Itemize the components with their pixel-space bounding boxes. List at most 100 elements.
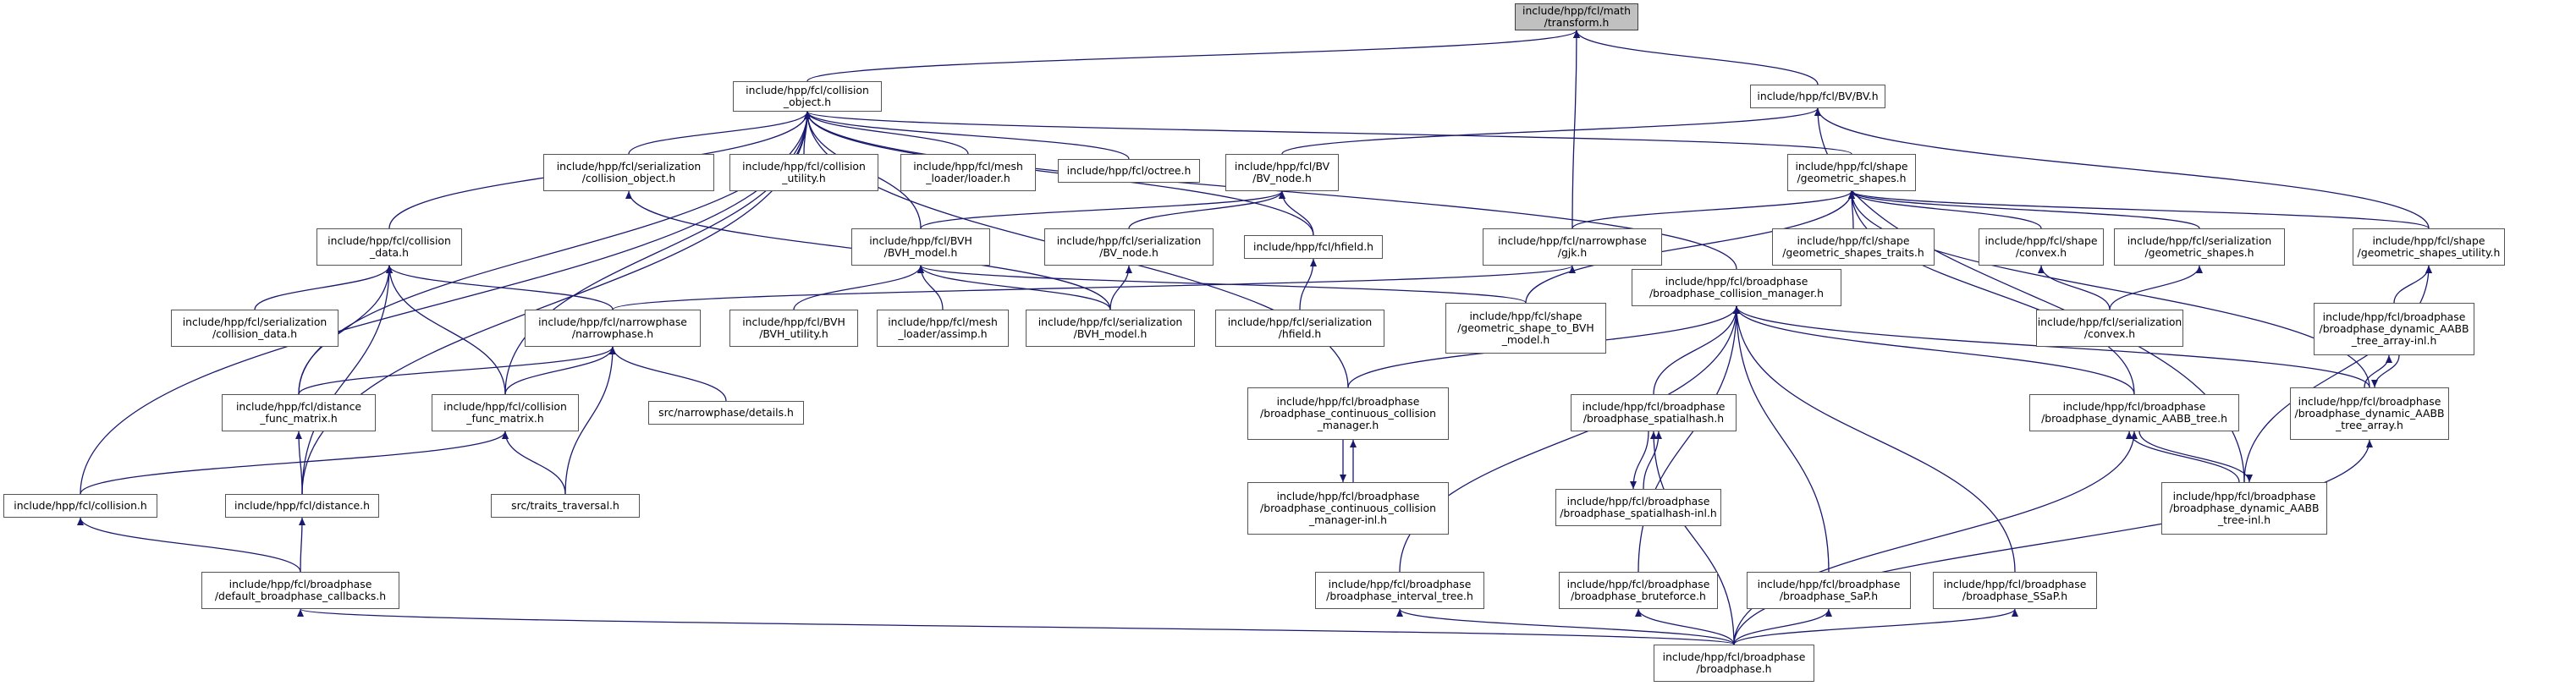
node-bp-aabb-tree-inl[interactable]: include/hpp/fcl/broadphase /broadphase_d… (2161, 482, 2327, 535)
node-src-traits[interactable]: src/traits_traversal.h (491, 494, 640, 518)
node-label: include/hpp/fcl/broadphase (1276, 395, 1420, 408)
node-bp-bruteforce[interactable]: include/hpp/fcl/broadphase /broadphase_b… (1559, 572, 1718, 609)
node-ser-bv-node[interactable]: include/hpp/fcl/serialization /BV_node.h (1044, 228, 1214, 266)
node-mesh-loader[interactable]: include/hpp/fcl/mesh _loader/loader.h (900, 154, 1036, 191)
node-label: include/hpp/fcl/BV/BV.h (1757, 90, 1879, 102)
edge-bp_aabb_array-to-bp_collision_manager (1733, 305, 2370, 388)
node-distance[interactable]: include/hpp/fcl/distance.h (225, 494, 379, 518)
node-bp-spatialhash[interactable]: include/hpp/fcl/broadphase /broadphase_s… (1571, 394, 1737, 431)
edge-broadphase-to-bp_sap (1733, 608, 1832, 645)
node-bv[interactable]: include/hpp/fcl/BV/BV.h (1750, 85, 1885, 108)
node-label: include/hpp/fcl/shape (1795, 160, 1908, 173)
node-distance-func-matrix[interactable]: include/hpp/fcl/distance _func_matrix.h (222, 394, 376, 431)
node-label: include/hpp/fcl/broadphase (1665, 275, 1808, 288)
node-label: include/hpp/fcl/serialization (556, 160, 702, 173)
edge-broadphase-to-bp_callbacks (297, 608, 1735, 645)
edge-distance_func_matrix-to-narrowphase (298, 346, 616, 395)
node-label: include/hpp/fcl/BVH (742, 316, 845, 328)
node-label: /broadphase_dynamic_AABB (2319, 322, 2469, 335)
node-narrowphase-gjk[interactable]: include/hpp/fcl/narrowphase /gjk.h (1483, 228, 1662, 266)
edge-ser_bvh_model-to-ser_bv_node (1109, 265, 1132, 310)
node-ser-collision-object[interactable]: include/hpp/fcl/serialization /collision… (543, 154, 714, 191)
node-bp-dynamic-aabb-tree[interactable]: include/hpp/fcl/broadphase /broadphase_d… (2029, 394, 2239, 431)
node-label: include/hpp/fcl/mesh (913, 160, 1023, 173)
node-transform[interactable]: include/hpp/fcl/math /transform.h (1515, 3, 1638, 30)
edge-bvh_model-to-bv_node (920, 190, 1285, 229)
node-label: /geometric_shapes.h (1797, 172, 1907, 184)
edge-hfield-to-bv_node (1279, 190, 1314, 236)
node-bp-sap[interactable]: include/hpp/fcl/broadphase /broadphase_S… (1747, 572, 1911, 609)
node-collision-func-matrix[interactable]: include/hpp/fcl/collision _func_matrix.h (432, 394, 579, 431)
node-label: include/hpp/fcl/collision (443, 400, 567, 413)
node-label: include/hpp/fcl/serialization (1038, 316, 1183, 328)
node-narrowphase[interactable]: include/hpp/fcl/narrowphase /narrowphase… (525, 310, 701, 347)
node-collision-data[interactable]: include/hpp/fcl/collision _data.h (316, 228, 462, 266)
node-label: /convex.h (2083, 327, 2136, 340)
node-mesh-assimp[interactable]: include/hpp/fcl/mesh _loader/assimp.h (877, 310, 1009, 347)
node-bp-continuous-inl[interactable]: include/hpp/fcl/broadphase /broadphase_c… (1247, 482, 1449, 535)
node-label: /BV_node.h (1252, 172, 1312, 184)
node-shape-to-bvh[interactable]: include/hpp/fcl/shape /geometric_shape_t… (1445, 303, 1606, 354)
node-ser-bvh-model[interactable]: include/hpp/fcl/serialization /BVH_model… (1026, 310, 1195, 347)
node-shape-convex[interactable]: include/hpp/fcl/shape /convex.h (1979, 228, 2104, 266)
edge-mesh_assimp-to-bvh_model (917, 265, 944, 310)
node-bp-callbacks[interactable]: include/hpp/fcl/broadphase /default_broa… (201, 572, 399, 609)
node-label: include/hpp/fcl/broadphase (2298, 395, 2441, 408)
node-collision-object[interactable]: include/hpp/fcl/collision _object.h (733, 81, 882, 112)
node-label: /collision_object.h (581, 172, 676, 184)
edge-shape_convex-to-shape_geometric_shapes (1848, 190, 2042, 229)
node-label: _loader/loader.h (926, 172, 1010, 184)
node-label: /collision_data.h (212, 327, 298, 340)
node-ser-geometric-shapes[interactable]: include/hpp/fcl/serialization /geometric… (2114, 228, 2285, 266)
node-ser-hfield[interactable]: include/hpp/fcl/serialization /hfield.h (1215, 310, 1384, 347)
node-shape-traits[interactable]: include/hpp/fcl/shape /geometric_shapes_… (1772, 228, 1935, 266)
node-bp-collision-manager[interactable]: include/hpp/fcl/broadphase /broadphase_c… (1632, 269, 1841, 306)
edge-shape_geometric_shapes-to-collision_object (804, 111, 1852, 155)
node-bp-continuous[interactable]: include/hpp/fcl/broadphase /broadphase_c… (1247, 387, 1449, 440)
node-label: include/hpp/fcl/shape (1797, 234, 1910, 247)
edge-broadphase-to-bp_spatialhash (1650, 431, 1735, 645)
node-bp-interval-tree[interactable]: include/hpp/fcl/broadphase /broadphase_i… (1315, 572, 1484, 609)
node-hfield[interactable]: include/hpp/fcl/hfield.h (1244, 235, 1383, 259)
edge-broadphase-to-bp_aabb_array (1733, 439, 2373, 645)
node-label: /broadphase_dynamic_AABB (2294, 407, 2445, 420)
node-label: include/hpp/fcl/hfield.h (1253, 240, 1373, 253)
edge-broadphase-to-bp_interval_tree (1396, 608, 1735, 645)
node-src-details[interactable]: src/narrowphase/details.h (648, 401, 804, 425)
node-octree[interactable]: include/hpp/fcl/octree.h (1058, 159, 1200, 183)
node-bvh-utility[interactable]: include/hpp/fcl/BVH /BVH_utility.h (729, 310, 858, 347)
edge-ser_bvh_model-to-bvh_model (917, 265, 1111, 310)
edge-distance_func_matrix-to-collision_data (298, 265, 393, 395)
edge-shape_to_bvh-to-shape_geometric_shapes (1525, 190, 1855, 304)
node-broadphase[interactable]: include/hpp/fcl/broadphase /broadphase.h (1654, 645, 1814, 682)
node-bp-aabb-array-inl[interactable]: include/hpp/fcl/broadphase /broadphase_d… (2314, 303, 2474, 355)
edge-mesh_loader-to-collision_object (804, 111, 969, 155)
node-ser-collision-data[interactable]: include/hpp/fcl/serialization /collision… (171, 310, 339, 347)
edge-ser_geometric_shapes-to-shape_geometric_shapes (1848, 190, 2200, 229)
node-label: /broadphase_collision_manager.h (1649, 287, 1825, 299)
edge-bp_spatialhash-to-bp_spatialhash_inl (1630, 431, 1649, 490)
node-label: /geometric_shapes.h (2144, 246, 2254, 259)
edge-src_traits-to-narrowphase (564, 346, 616, 495)
node-label: /broadphase_spatialhash.h (1582, 412, 1725, 425)
node-collision[interactable]: include/hpp/fcl/collision.h (3, 494, 157, 518)
node-bp-ssap[interactable]: include/hpp/fcl/broadphase /broadphase_S… (1933, 572, 2097, 609)
node-shape-utility[interactable]: include/hpp/fcl/shape /geometric_shapes_… (2353, 228, 2505, 266)
node-label: _data.h (370, 246, 409, 259)
node-label: _object.h (783, 96, 832, 108)
edge-bp_aabb_array_inl-to-bp_aabb_array (2371, 354, 2400, 388)
node-ser-convex[interactable]: include/hpp/fcl/serialization /convex.h (2036, 310, 2183, 347)
node-bv-node[interactable]: include/hpp/fcl/BV /BV_node.h (1225, 154, 1339, 191)
node-bp-aabb-array[interactable]: include/hpp/fcl/broadphase /broadphase_d… (2290, 387, 2449, 440)
node-label: /broadphase_dynamic_AABB (2169, 502, 2320, 514)
edge-bp_spatialhash_inl-to-bp_spatialhash (1643, 431, 1662, 490)
node-label: /gjk.h (1557, 246, 1588, 259)
node-collision-utility[interactable]: include/hpp/fcl/collision _utility.h (729, 154, 878, 191)
node-bvh-model[interactable]: include/hpp/fcl/BVH /BVH_model.h (851, 228, 990, 266)
node-bp-spatialhash-inl[interactable]: include/hpp/fcl/broadphase /broadphase_s… (1555, 489, 1721, 526)
edge-broadphase-to-bp_dynamic_aabb_tree (1733, 431, 2138, 645)
node-shape-geometric-shapes[interactable]: include/hpp/fcl/shape /geometric_shapes.… (1787, 154, 1916, 191)
edge-ser_collision_object-to-collision_object (628, 111, 811, 155)
edge-bp_aabb_array_inl-to-shape_utility (2393, 265, 2432, 304)
